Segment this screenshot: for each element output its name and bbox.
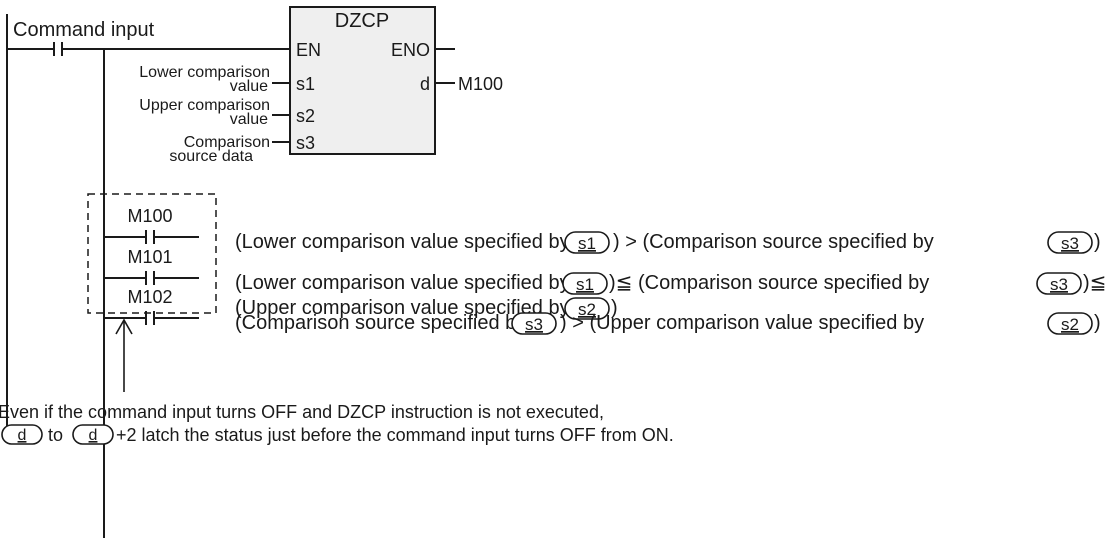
operand-s2-badge: s2 — [564, 297, 610, 320]
svg-text:s1: s1 — [578, 234, 596, 253]
operand-d-badge: d — [1, 424, 43, 445]
svg-text:d: d — [89, 427, 98, 444]
note-line-2-rest: +2 latch the status just before the comm… — [116, 425, 674, 445]
condition-m100-part1: (Lower comparison value specified by — [235, 231, 570, 253]
operand-d-badge: d — [72, 424, 114, 445]
condition-m101-part1: (Lower comparison value specified by — [235, 272, 570, 294]
svg-text:s2: s2 — [1061, 315, 1079, 334]
lower-label-2: value — [230, 78, 268, 95]
operand-s1-badge: s1 — [562, 272, 608, 295]
condition-m101-part2: )≦ (Comparison source specified by — [609, 272, 929, 294]
svg-text:s3: s3 — [525, 315, 543, 334]
s1-pin: s1 — [296, 74, 315, 94]
condition-m102-part1: (Comparison source specified by — [235, 312, 526, 334]
eno-pin: ENO — [391, 40, 430, 60]
contact-m100 — [145, 230, 155, 244]
output-device: M100 — [458, 74, 503, 94]
svg-text:d: d — [18, 427, 27, 444]
note-line-2-to: to — [48, 425, 63, 445]
dashed-output-box — [87, 193, 217, 314]
condition-m101-part3: )≦ — [1083, 272, 1106, 294]
contact-m100-label: M100 — [127, 206, 172, 226]
svg-text:s2: s2 — [578, 300, 596, 319]
operand-s3-badge: s3 — [1047, 231, 1093, 254]
condition-m101-part5: ) — [611, 297, 618, 319]
svg-text:s3: s3 — [1061, 234, 1079, 253]
operand-s1-badge: s1 — [564, 231, 610, 254]
source-label-1: Comparison — [184, 134, 270, 151]
condition-m102-part2: ) > (Upper comparison value specified by — [560, 312, 924, 334]
note-line-1: Even if the command input turns OFF and … — [0, 402, 604, 422]
condition-m100-part2: ) > (Comparison source specified by — [613, 231, 934, 253]
operand-s2-badge: s2 — [1047, 312, 1093, 335]
up-arrow-icon — [115, 318, 133, 392]
lower-label-1: Lower comparison — [139, 64, 270, 81]
svg-text:s3: s3 — [1050, 275, 1068, 294]
command-input-label: Command input — [13, 19, 155, 41]
condition-m101-part4: (Upper comparison value specified by — [235, 297, 570, 319]
command-input-contact — [53, 42, 63, 56]
d-pin: d — [420, 74, 430, 94]
operand-s3-badge: s3 — [1036, 272, 1082, 295]
source-label-2: source data — [169, 148, 253, 165]
dzcp-block — [289, 6, 436, 155]
condition-m100-part3: ) — [1094, 231, 1101, 253]
upper-label-2: value — [230, 111, 268, 128]
contact-m102-label: M102 — [127, 287, 172, 307]
contact-m101-label: M101 — [127, 247, 172, 267]
block-name: DZCP — [335, 10, 389, 32]
s2-pin: s2 — [296, 106, 315, 126]
s3-pin: s3 — [296, 133, 315, 153]
en-pin: EN — [296, 40, 321, 60]
operand-s3-badge: s3 — [511, 312, 557, 335]
upper-label-1: Upper comparison — [139, 97, 270, 114]
condition-m102-part3: ) — [1094, 312, 1101, 334]
contact-m101 — [145, 271, 155, 285]
svg-text:s1: s1 — [576, 275, 594, 294]
